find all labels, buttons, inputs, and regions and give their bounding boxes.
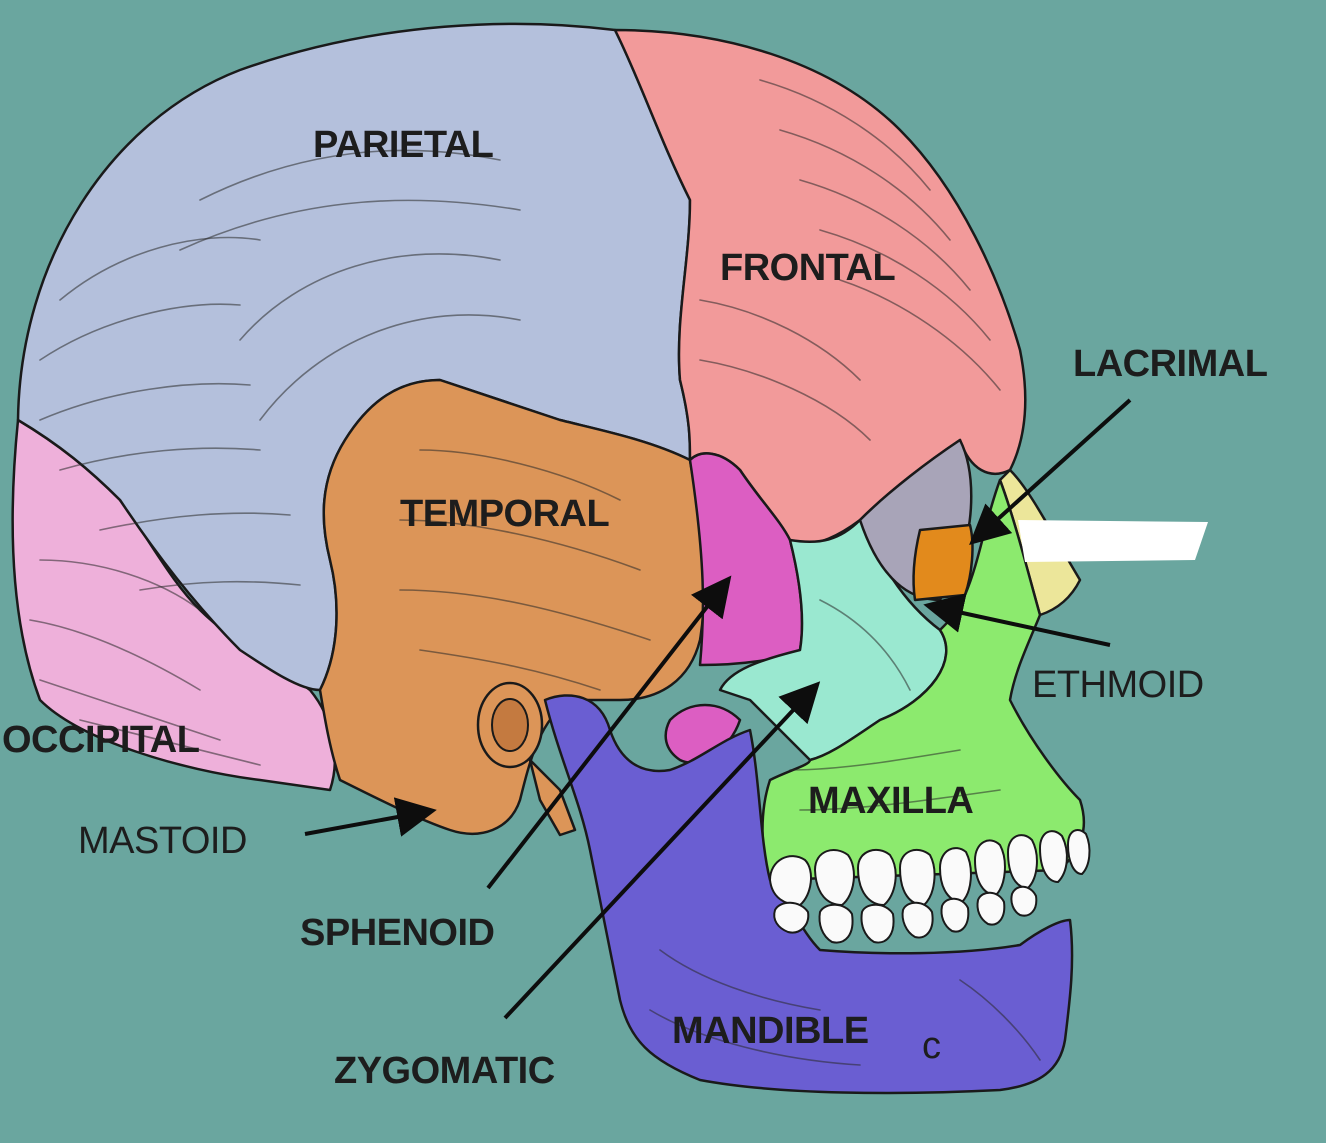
arrow-lacrimal: [969, 398, 1132, 546]
bone-hatching: [29, 79, 1041, 1066]
label-sphenoid: SPHENOID: [300, 912, 494, 954]
label-maxilla: MAXILLA: [808, 780, 973, 822]
label-zygomatic: ZYGOMATIC: [334, 1050, 555, 1092]
ear-canal: [476, 681, 577, 837]
temporal-bone: [318, 378, 706, 835]
arrow-zygomatic: [503, 681, 821, 1020]
label-ethmoid: ETHMOID: [1032, 664, 1204, 706]
label-frontal: FRONTAL: [720, 247, 895, 289]
label-parietal: PARIETAL: [313, 124, 494, 166]
blank-label-box: [1018, 520, 1208, 562]
label-mastoid: MASTOID: [78, 820, 247, 862]
label-lacrimal: LACRIMAL: [1073, 343, 1268, 385]
label-mandible: MANDIBLE: [672, 1010, 869, 1052]
label-temporal: TEMPORAL: [400, 493, 610, 535]
mandible-bone: [543, 694, 1074, 1095]
teeth: [768, 829, 1091, 944]
label-occipital: OCCIPITAL: [2, 719, 200, 761]
label-stray-c: c: [922, 1025, 941, 1067]
arrow-sphenoid: [486, 575, 732, 890]
arrow-mastoid: [304, 797, 437, 837]
arrow-ethmoid: [923, 593, 1111, 647]
lacrimal-bone: [912, 523, 974, 602]
